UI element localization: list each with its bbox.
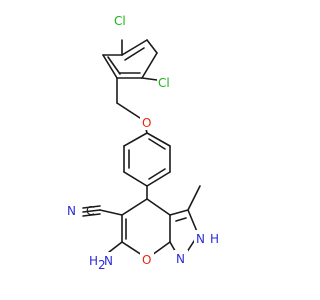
bond-cl-mid bbox=[141, 77, 158, 81]
molecule-svg: Cl Cl O O C N N N H H 2 N bbox=[67, 14, 220, 272]
pyrazole-n2-label: N bbox=[196, 232, 205, 246]
pyrazole-n1-label: N bbox=[176, 252, 185, 266]
cl-mid-label: Cl bbox=[158, 76, 170, 90]
amino-n-label: N bbox=[104, 254, 113, 268]
pyran-o-label: O bbox=[142, 253, 151, 267]
bond-methyl bbox=[187, 185, 201, 211]
phenyl-ring bbox=[123, 132, 171, 187]
molecule-structure-diagram: Cl Cl O O C N N N H H 2 N bbox=[67, 14, 220, 272]
amino-subscript: 2 bbox=[98, 258, 106, 272]
amino-h2-label: H bbox=[89, 254, 98, 268]
bond-triple-2 bbox=[82, 205, 101, 209]
bond-triple-3 bbox=[82, 213, 101, 217]
pyrazole-h-label: H bbox=[210, 232, 219, 246]
pyrazole-ring bbox=[169, 209, 199, 257]
dichlorophenyl-ring bbox=[102, 39, 158, 79]
ether-o-label: O bbox=[142, 116, 151, 130]
bond-ch2-o bbox=[116, 102, 141, 119]
cl-top-label: Cl bbox=[114, 14, 126, 28]
nitrile-n-label: N bbox=[67, 204, 76, 218]
nitrile-c-label: C bbox=[86, 204, 94, 218]
pyran-ring bbox=[121, 198, 171, 256]
bond-triple-1 bbox=[82, 209, 101, 213]
bond-c5-cn bbox=[99, 209, 123, 216]
